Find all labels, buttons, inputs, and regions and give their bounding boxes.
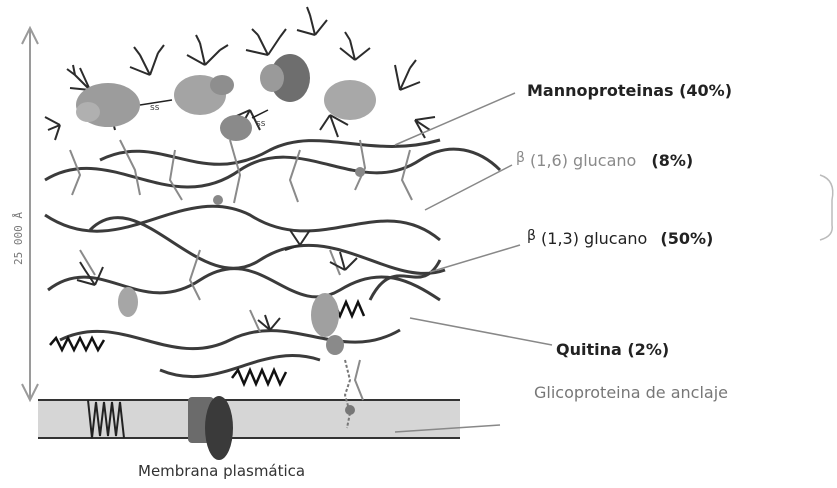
label-plasma-membrane: Membrana plasmática [138, 462, 305, 480]
disulfide-label-2: ss [256, 119, 266, 129]
label-beta13-glucan: β (1,3) glucano (50%) [527, 228, 713, 248]
thickness-label: 25 000 Å [12, 212, 25, 265]
label-chitin: Quitina (2%) [556, 340, 669, 359]
beta13-glucan-fibers [45, 140, 500, 377]
membrane-protein-dark [205, 396, 233, 460]
label-beta16-glucan: β (1,6) glucano (8%) [516, 150, 693, 170]
beta13-text: (1,3) glucano [541, 229, 647, 248]
beta13-percent: (50%) [660, 229, 713, 248]
plasma-membrane [38, 396, 460, 460]
mannoprotein-blobs [76, 54, 376, 415]
beta16-percent: (8%) [651, 151, 693, 170]
beta13-symbol: β [527, 228, 536, 244]
beta16-text: (1,6) glucano [530, 151, 636, 170]
beta16-symbol: β [516, 150, 525, 166]
label-mannoproteins: Mannoproteinas (40%) [527, 81, 732, 100]
label-anchor-glycoprotein: Glicoproteina de anclaje [534, 383, 728, 402]
right-brace [820, 175, 833, 240]
disulfide-label-1: ss [150, 103, 160, 113]
